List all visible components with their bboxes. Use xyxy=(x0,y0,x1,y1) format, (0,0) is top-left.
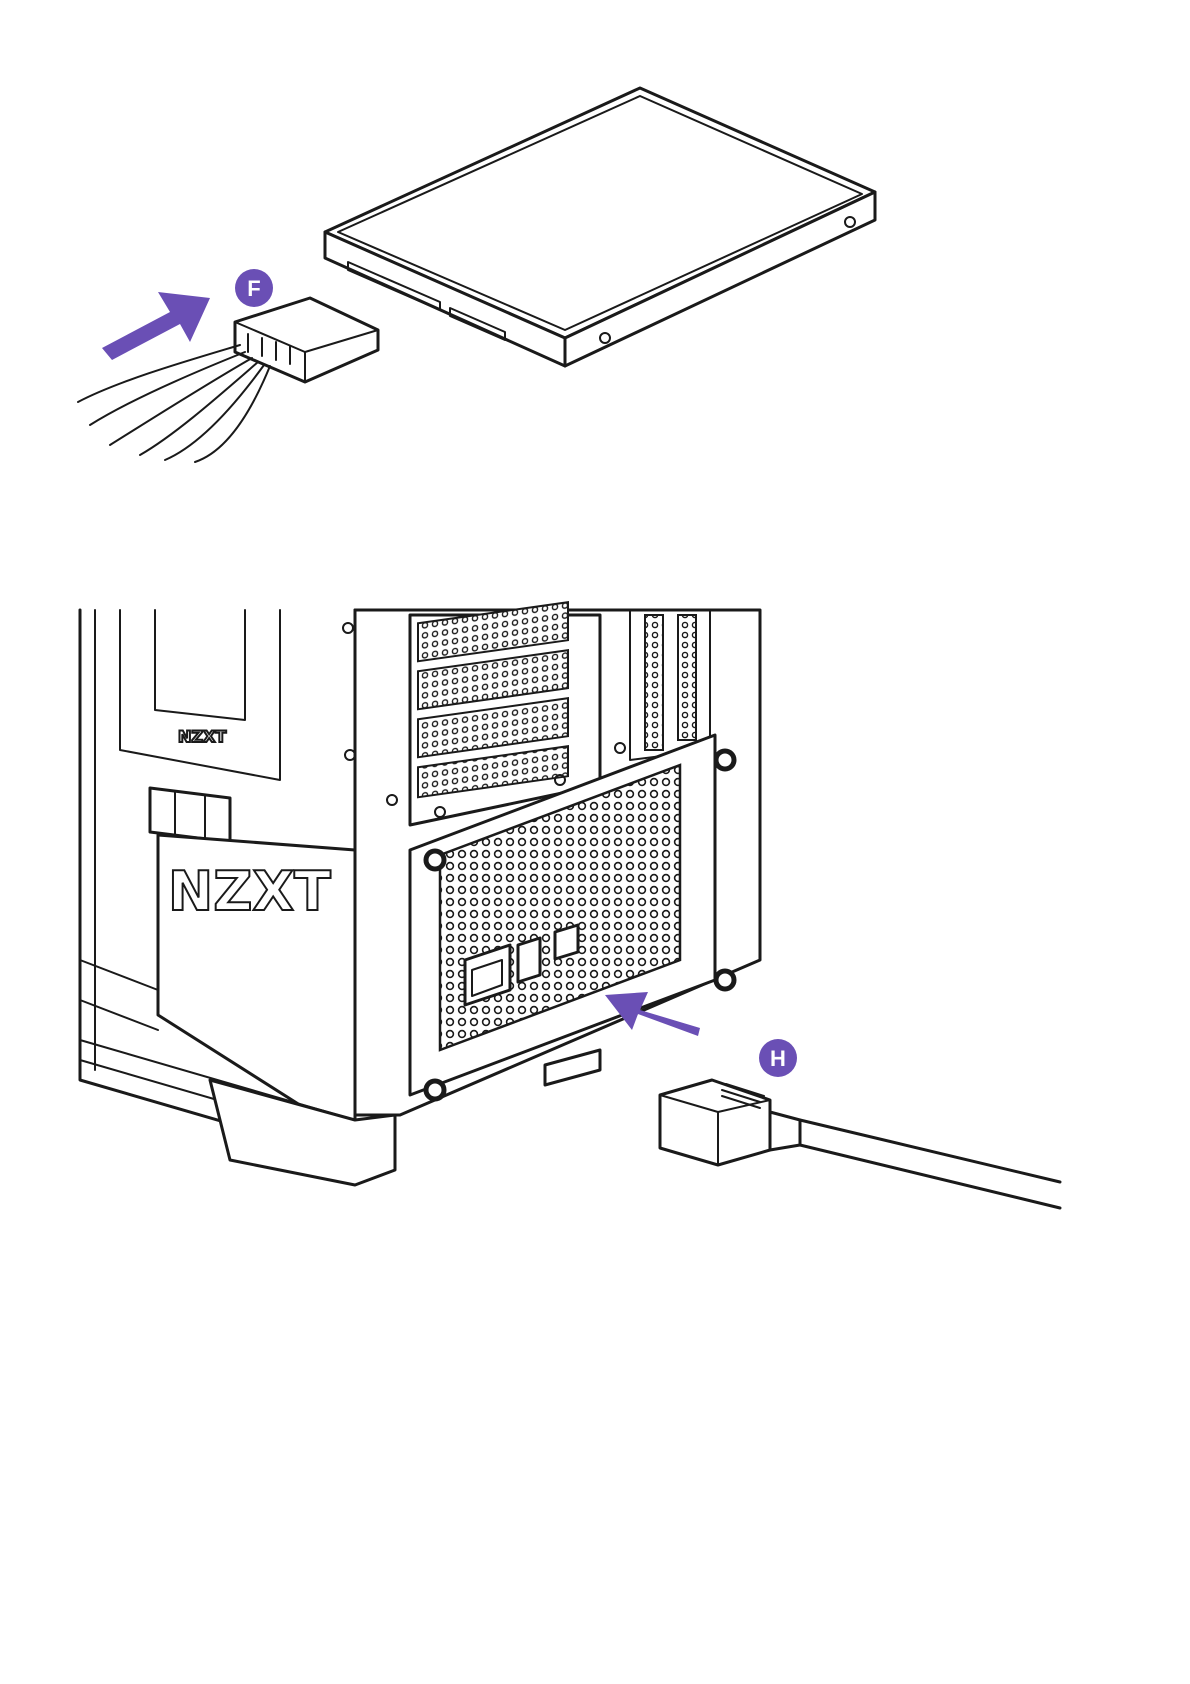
ssd-diagram: F xyxy=(0,0,1190,520)
nzxt-large-logo: NZXT xyxy=(168,860,331,923)
psu-connection-figure: NZXT NZXT xyxy=(0,560,1190,1280)
insert-arrow-icon xyxy=(102,292,210,360)
nzxt-small-logo: NZXT xyxy=(178,727,226,746)
power-cord-icon xyxy=(660,1080,1060,1208)
ssd-drive-icon xyxy=(325,88,875,366)
callout-letter-h: H xyxy=(770,1046,786,1071)
psu-diagram: NZXT NZXT xyxy=(0,560,1190,1280)
callout-badge-h: H xyxy=(759,1039,797,1077)
callout-letter-f: F xyxy=(247,276,260,301)
pc-case-rear-icon: NZXT NZXT xyxy=(80,602,760,1185)
sata-power-connector-icon xyxy=(78,298,378,462)
ssd-connection-figure: F xyxy=(0,0,1190,520)
callout-badge-f: F xyxy=(235,269,273,307)
